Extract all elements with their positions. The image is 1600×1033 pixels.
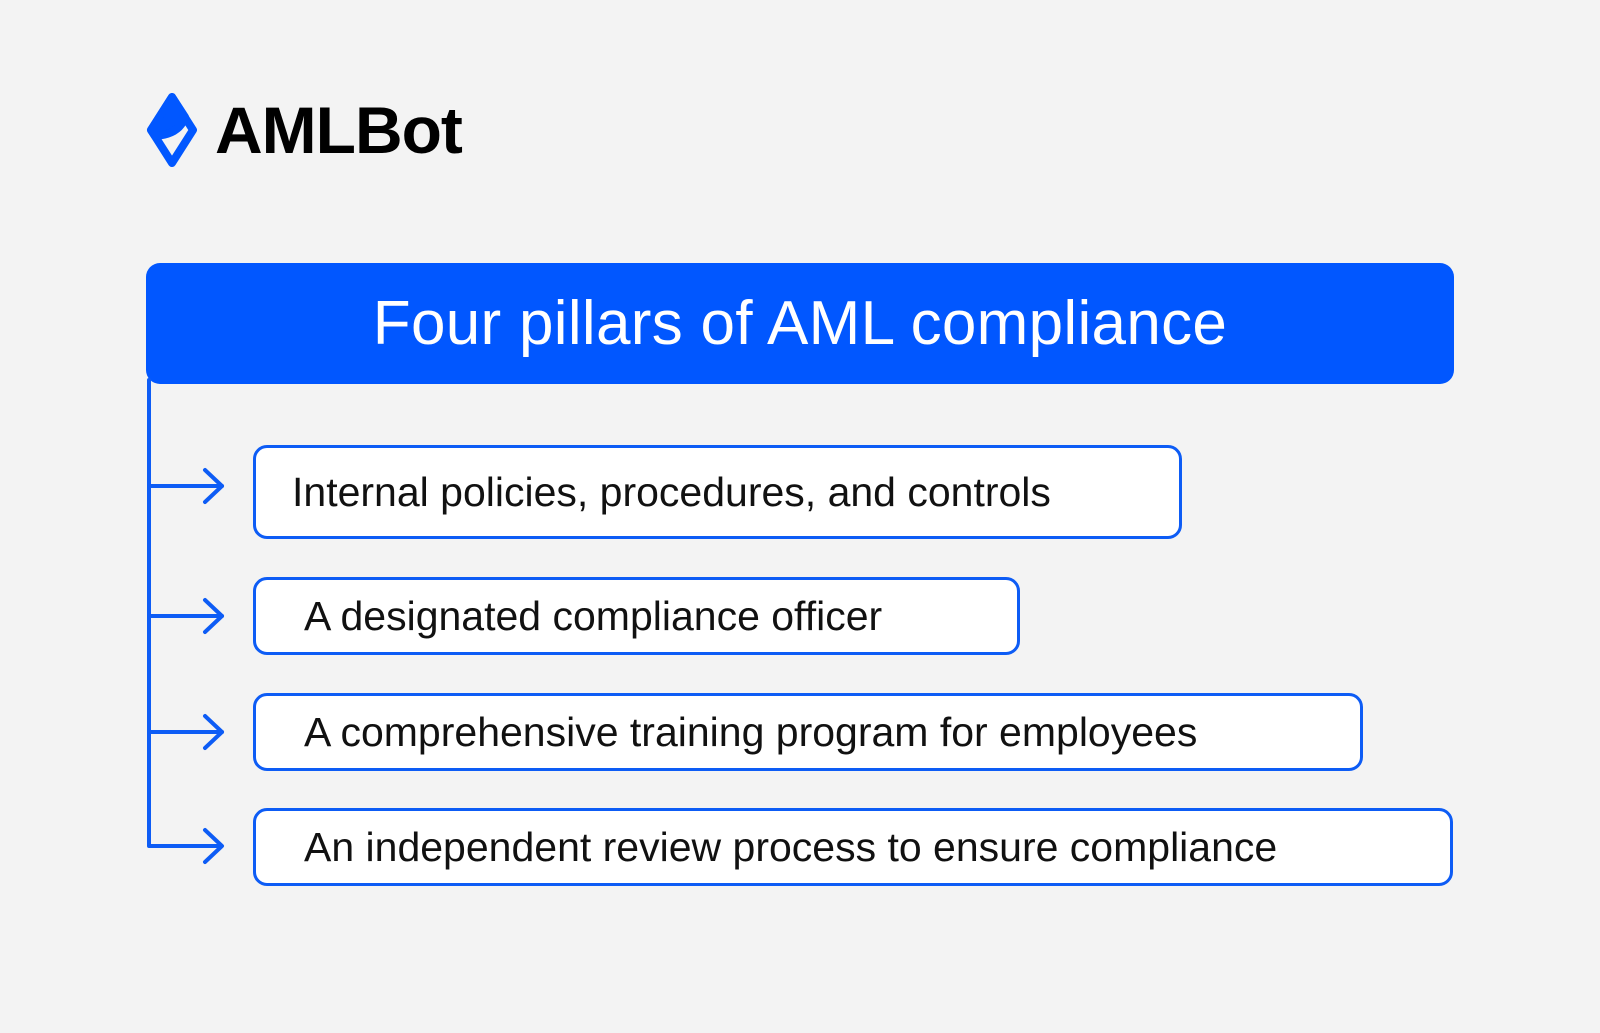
vertical-connector-line	[147, 378, 222, 848]
pillar-training-program: A comprehensive training program for emp…	[253, 693, 1363, 771]
amlbot-diamond-logo-icon	[147, 93, 197, 167]
pillar-label: A designated compliance officer	[304, 592, 883, 639]
diagram-title: Four pillars of AML compliance	[372, 289, 1228, 358]
arrow-right-icon	[147, 714, 224, 750]
pillar-label: Internal policies, procedures, and contr…	[292, 468, 1051, 515]
brand-logo: AMLBot	[145, 92, 463, 168]
arrow-right-icon	[147, 468, 224, 504]
diagram-title-banner: Four pillars of AML compliance	[146, 263, 1454, 384]
pillar-compliance-officer: A designated compliance officer	[253, 577, 1020, 655]
pillar-label: A comprehensive training program for emp…	[304, 708, 1198, 755]
arrow-right-icon	[203, 828, 224, 864]
arrow-right-icon	[147, 598, 224, 634]
pillar-internal-policies: Internal policies, procedures, and contr…	[253, 445, 1182, 539]
pillar-label: An independent review process to ensure …	[304, 823, 1278, 870]
pillar-independent-review: An independent review process to ensure …	[253, 808, 1453, 886]
brand-name: AMLBot	[215, 93, 463, 167]
